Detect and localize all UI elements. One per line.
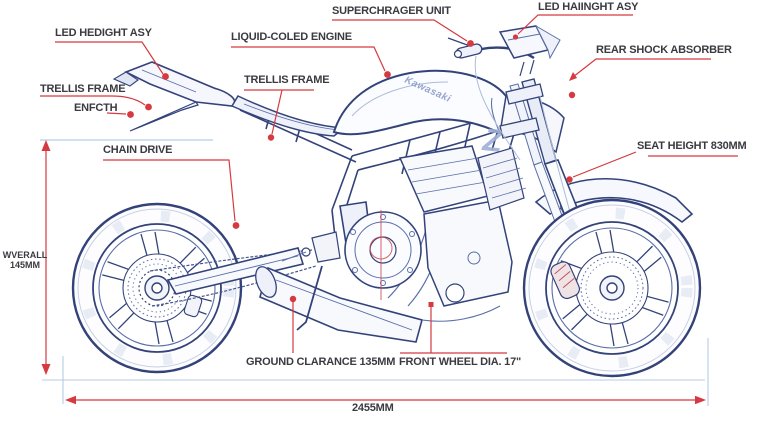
callout-label-led-tail-light: LED HEDIGHT ASY [55,27,152,39]
rear-wheel [71,202,243,374]
callout-label-liquid-cooled-engine: LIQUID-COLED ENGINE [231,31,352,43]
callout-label-seat-height: SEAT HEIGHT 830MM [637,140,747,152]
callout-label-led-headlight: LED HAIINGHT ASY [538,1,639,13]
callout-label-trellis-frame-mid: TRELLIS FRAME [244,74,330,86]
footpeg-and-stand [281,231,341,331]
callout-led-tail-light [55,41,169,80]
dimension-label-overall-height: WVERALL 145MM [2,250,48,270]
callout-liquid-cooled-engine [231,46,391,78]
dimension-overall-length [65,395,706,405]
callout-chain-drive [103,159,240,229]
callout-label-chain-drive: CHAIN DRIVE [103,144,173,156]
dimension-label-overall-length: 2455MM [352,402,394,414]
callout-seat-height [566,151,738,183]
callout-rear-shock-absorber [568,58,711,99]
engine-target-mark [369,210,393,300]
reference-lines [40,139,709,406]
callout-trellis-frame-left [40,95,152,111]
overall-height-line1: WVERALL [2,250,48,260]
callout-supercharger-unit [332,19,474,47]
callout-label-supercharger-unit: SUPERCHRAGER UNIT [332,5,451,17]
callout-label-rear-shock-absorber: REAR SHOCK ABSORBER [596,44,732,56]
dimension-label-ground-clearance: GROUND CLARANCE 135MM [246,356,396,368]
engine [344,145,513,307]
callout-label-enfcth: ENFCTH [74,102,118,114]
callout-led-headlight [512,14,633,40]
fuel-tank: Kawasaki [332,69,512,136]
overall-height-line2: 145MM [9,260,40,270]
swingarm [166,247,305,295]
callout-trellis-frame-mid [244,89,314,141]
front-wheel [522,198,702,378]
front-brake-caliper [550,261,581,300]
dimension-front-wheel-dia [400,302,507,354]
callout-enfcth [106,111,134,118]
callout-label-trellis-frame-left: TRELLIS FRAME [40,83,126,95]
dimension-overall-height [41,140,51,375]
seat [230,95,346,137]
dimension-ground-clearance [289,295,297,353]
handlebar-and-headlight [447,24,561,77]
tail-section [112,61,236,132]
dimension-label-front-wheel-dia: FRONT WHEEL DIA. 17" [399,356,522,368]
